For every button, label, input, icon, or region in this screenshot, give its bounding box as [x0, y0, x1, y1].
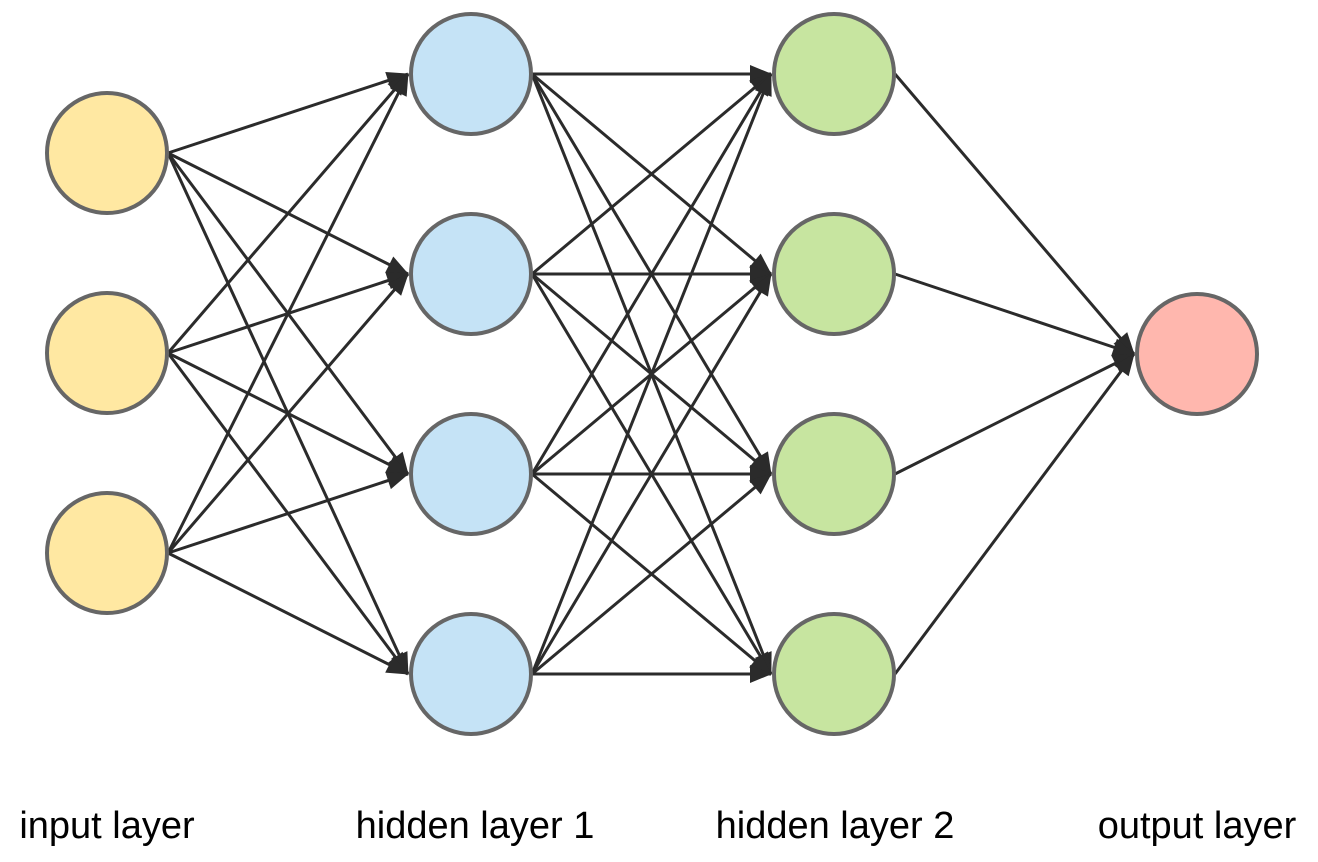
edge-hidden22-output0 [894, 352, 1135, 476]
hidden2-node-2 [772, 212, 896, 336]
edge-hidden13-hidden22 [531, 472, 772, 676]
hidden2-node-3 [772, 412, 896, 536]
edge-hidden13-hidden21 [530, 273, 773, 675]
hidden1-node-3 [409, 412, 533, 536]
edge-hidden20-output0 [893, 73, 1136, 355]
edges-group [166, 65, 1136, 683]
edge-hidden11-hidden20 [531, 72, 772, 276]
edge-input0-hidden10 [167, 72, 409, 155]
hidden1-node-2 [409, 212, 533, 336]
edge-input2-hidden10 [166, 73, 410, 554]
hidden2-node-4 [772, 612, 896, 736]
layer-label-input: input layer [19, 805, 195, 847]
layer-label-hidden2: hidden layer 2 [716, 805, 955, 847]
input-node-1 [45, 91, 169, 215]
layer-label-output: output layer [1098, 805, 1297, 847]
layer-label-hidden1: hidden layer 1 [356, 805, 595, 847]
edge-hidden13-hidden20 [530, 73, 773, 675]
edge-input2-hidden11 [166, 273, 410, 554]
hidden1-node-4 [409, 612, 533, 736]
edge-input2-hidden12 [167, 472, 409, 555]
input-node-3 [45, 491, 169, 615]
edge-hidden21-output0 [894, 272, 1135, 356]
hidden1-node-1 [409, 12, 533, 136]
input-node-2 [45, 291, 169, 415]
labels-group: input layer hidden layer 1 hidden layer 2 o… [19, 805, 1296, 847]
nodes-group [45, 12, 1259, 736]
edge-input2-hidden13 [167, 551, 409, 676]
hidden2-node-1 [772, 12, 896, 136]
edge-hidden23-output0 [893, 353, 1136, 675]
edge-hidden12-hidden20 [530, 73, 773, 475]
edge-input1-hidden10 [166, 73, 410, 354]
output-node-1 [1135, 292, 1259, 416]
